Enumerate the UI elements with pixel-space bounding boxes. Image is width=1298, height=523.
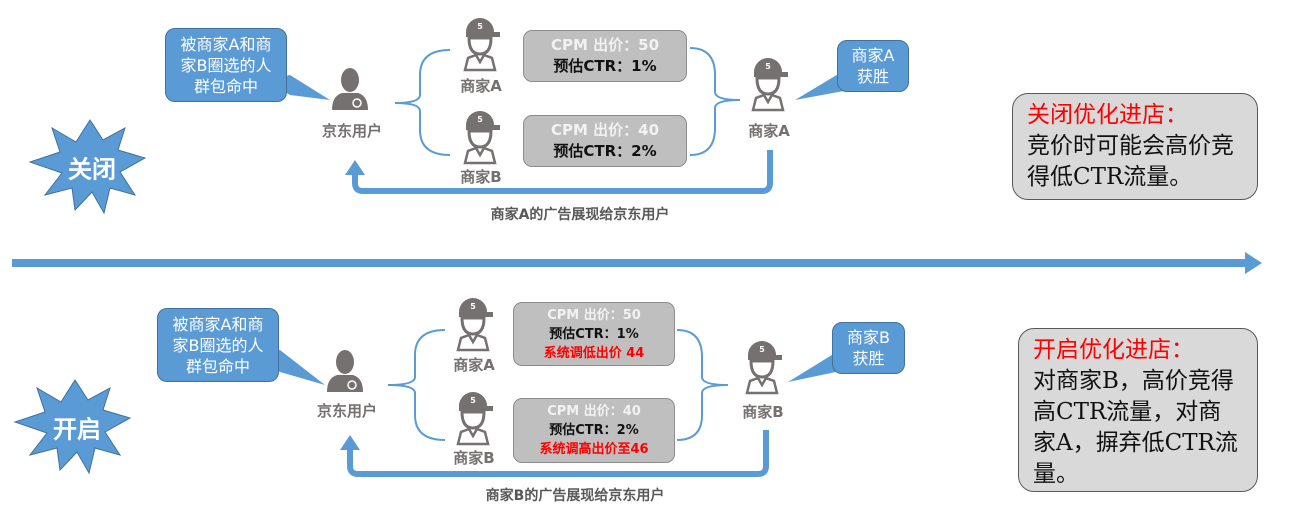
on-audience-callout: 被商家A和商家B圈选的人群包命中	[157, 308, 279, 382]
off-note-title: 关闭优化进店：	[1027, 102, 1188, 128]
off-bid-b-cpm: CPM 出价：40	[550, 121, 660, 139]
on-flow-label: 商家B的广告展现给京东用户	[485, 488, 665, 504]
off-bid-a-cpm: CPM 出价：50	[550, 36, 660, 54]
off-bid-a-box: CPM 出价：50 预估CTR：1%	[523, 30, 687, 82]
on-star-burst	[13, 379, 132, 475]
on-user-icon	[326, 349, 364, 393]
off-merchant-a-label: 商家A	[460, 77, 502, 95]
off-bid-b-ctr: 预估CTR：2%	[553, 142, 657, 160]
on-note-box: 开启优化进店： 对商家B，高价竞得高CTR流量，对商家A，摒弃低CTR流量。	[1018, 328, 1258, 492]
off-note-box: 关闭优化进店： 竞价时可能会高价竞得低CTR流量。	[1012, 93, 1258, 200]
on-winner-label: 商家B	[742, 403, 784, 421]
off-star-burst	[28, 119, 147, 215]
on-merchant-b-label: 商家B	[453, 449, 495, 467]
off-user-icon	[331, 67, 369, 111]
off-user-label: 京东用户	[321, 122, 383, 140]
on-right-brace	[676, 329, 729, 441]
on-winner-icon	[745, 339, 784, 395]
off-bid-b-box: CPM 出价：40 预估CTR：2%	[523, 115, 687, 167]
off-merchant-a-icon	[463, 16, 502, 72]
on-merchant-a-icon	[456, 296, 495, 352]
off-flow-label: 商家A的广告展现给京东用户	[490, 207, 670, 223]
on-merchant-b-icon	[456, 390, 495, 446]
on-bid-b-ctr: 预估CTR：2%	[549, 423, 639, 438]
on-note-body: 对商家B，高价竞得高CTR流量，对商家A，摒弃低CTR流量。	[1033, 368, 1238, 487]
on-left-brace	[387, 329, 446, 441]
off-bid-a-ctr: 预估CTR：1%	[553, 57, 657, 75]
off-flow-arrow	[352, 150, 773, 194]
on-merchant-a-label: 商家A	[453, 356, 495, 374]
off-winner-callout: 商家A获胜	[837, 40, 909, 92]
off-audience-callout: 被商家A和商家B圈选的人群包命中	[165, 28, 287, 102]
on-mode-label: 开启	[53, 415, 101, 444]
on-bid-a-adjust: 系统调低出价 44	[543, 345, 645, 361]
on-bid-a-box: CPM 出价：50 预估CTR：1% 系统调低出价 44	[513, 302, 675, 366]
on-user-label: 京东用户	[316, 402, 378, 420]
on-winner-callout: 商家B获胜	[832, 322, 905, 374]
off-note-body: 竞价时可能会高价竞得低CTR流量。	[1027, 133, 1234, 190]
off-right-brace	[689, 47, 741, 156]
off-winner-icon	[751, 56, 790, 112]
divider-arrow	[12, 252, 1262, 274]
off-mode-label: 关闭	[68, 155, 116, 184]
on-note-title: 开启优化进店：	[1033, 337, 1194, 363]
off-merchant-b-label: 商家B	[460, 168, 502, 186]
on-bid-b-cpm: CPM 出价：40	[547, 404, 641, 419]
on-bid-a-ctr: 预估CTR：1%	[549, 326, 639, 342]
on-flow-arrow	[347, 430, 769, 477]
on-bid-b-box: CPM 出价：40 预估CTR：2% 系统调高出价至46	[513, 398, 675, 463]
off-merchant-b-icon	[463, 109, 502, 165]
on-bid-b-adjust: 系统调高出价至46	[539, 442, 649, 457]
off-winner-label: 商家A	[748, 122, 790, 140]
on-bid-a-cpm: CPM 出价：50	[547, 307, 641, 323]
off-left-brace	[394, 49, 451, 156]
